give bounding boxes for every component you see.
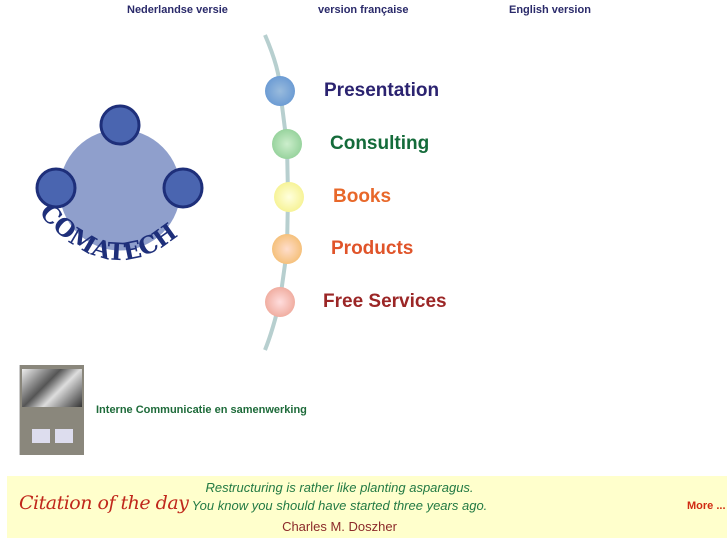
citation-band: Citation of the day Restructuring is rat… xyxy=(7,476,727,538)
comatech-logo: COMATECH xyxy=(34,104,204,266)
book-cover-image[interactable] xyxy=(19,365,84,455)
nav-products[interactable]: Products xyxy=(331,238,414,259)
lang-french-link[interactable]: version française xyxy=(318,4,409,16)
lang-dutch-link[interactable]: Nederlandse versie xyxy=(127,4,228,16)
nav-consulting[interactable]: Consulting xyxy=(330,133,430,154)
free-services-dot-icon xyxy=(265,287,295,317)
nav-books[interactable]: Books xyxy=(333,186,392,207)
more-citations-link[interactable]: More ... xyxy=(687,500,726,512)
quote-author: Charles M. Doszher xyxy=(282,519,397,534)
book-cover-photo xyxy=(22,369,82,407)
book-cover-thumb xyxy=(55,429,73,443)
nav-free-services[interactable]: Free Services xyxy=(323,291,447,312)
consulting-dot-icon xyxy=(272,129,302,159)
products-dot-icon xyxy=(272,234,302,264)
quote-line-2: You know you should have started three y… xyxy=(191,498,488,513)
lang-english-link[interactable]: English version xyxy=(509,4,591,16)
citation-heading: Citation of the day xyxy=(19,492,189,514)
nav-presentation[interactable]: Presentation xyxy=(324,80,440,101)
quote-line-1: Restructuring is rather like planting as… xyxy=(205,480,474,495)
presentation-dot-icon xyxy=(265,76,295,106)
book-cover-thumb xyxy=(32,429,50,443)
books-dot-icon xyxy=(274,182,304,212)
book-link[interactable]: Interne Communicatie en samenwerking xyxy=(96,404,307,416)
